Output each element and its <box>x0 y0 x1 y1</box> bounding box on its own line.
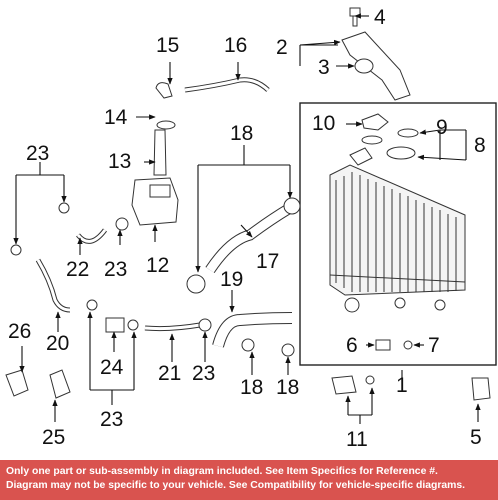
callout-20: 20 <box>46 332 69 355</box>
leader-lines <box>13 13 481 424</box>
callout-26: 26 <box>8 320 31 343</box>
callout-15: 15 <box>156 34 179 57</box>
callout-17: 17 <box>256 250 279 273</box>
callout-23-bottom: 23 <box>100 408 123 431</box>
callout-21: 21 <box>158 362 181 385</box>
callout-10: 10 <box>312 112 335 135</box>
radiator-assembly-box <box>299 102 497 366</box>
callout-11: 11 <box>346 428 368 451</box>
callout-23-right: 23 <box>192 362 215 385</box>
callout-18-a: 18 <box>240 376 263 399</box>
callout-8: 8 <box>474 134 486 157</box>
callout-18-top: 18 <box>230 122 253 145</box>
disclaimer-line-2: Diagram may not be specific to your vehi… <box>6 480 466 491</box>
callout-19: 19 <box>220 268 243 291</box>
disclaimer-line-1: Only one part or sub-assembly in diagram… <box>6 466 438 477</box>
callout-numbers: 4 2 3 15 16 14 13 18 23 10 9 8 22 23 12 … <box>8 6 486 451</box>
callout-18-b: 18 <box>276 376 299 399</box>
callout-12: 12 <box>146 254 169 277</box>
callout-22: 22 <box>66 258 89 281</box>
callout-16: 16 <box>224 34 247 57</box>
callout-3: 3 <box>318 56 330 79</box>
callout-14: 14 <box>104 106 128 129</box>
disclaimer-banner: Only one part or sub-assembly in diagram… <box>0 460 498 500</box>
callout-25: 25 <box>42 426 65 449</box>
fan-switch-5 <box>471 377 491 401</box>
sensor-11 <box>331 375 375 395</box>
reserve-tank <box>131 82 179 226</box>
callout-9: 9 <box>436 116 448 139</box>
radiator-parts-diagram: 4 2 3 15 16 14 13 18 23 10 9 8 22 23 12 … <box>5 6 497 451</box>
callout-5: 5 <box>470 426 482 449</box>
radiator-core <box>329 164 466 313</box>
valve-24 <box>105 317 139 333</box>
bracket-26 <box>5 369 71 399</box>
drain-plug <box>375 339 413 351</box>
bolt-4 <box>349 7 361 27</box>
callout-6: 6 <box>346 334 358 357</box>
callout-24: 24 <box>100 356 124 379</box>
radiator-cap <box>349 113 419 166</box>
callout-13: 13 <box>108 150 131 173</box>
upper-bracket <box>341 31 411 101</box>
callout-2: 2 <box>276 36 288 59</box>
callout-23-mid: 23 <box>104 258 127 281</box>
callout-7: 7 <box>428 334 440 357</box>
callout-23-left: 23 <box>26 142 49 165</box>
callout-1: 1 <box>396 374 408 397</box>
callout-4: 4 <box>374 6 386 29</box>
